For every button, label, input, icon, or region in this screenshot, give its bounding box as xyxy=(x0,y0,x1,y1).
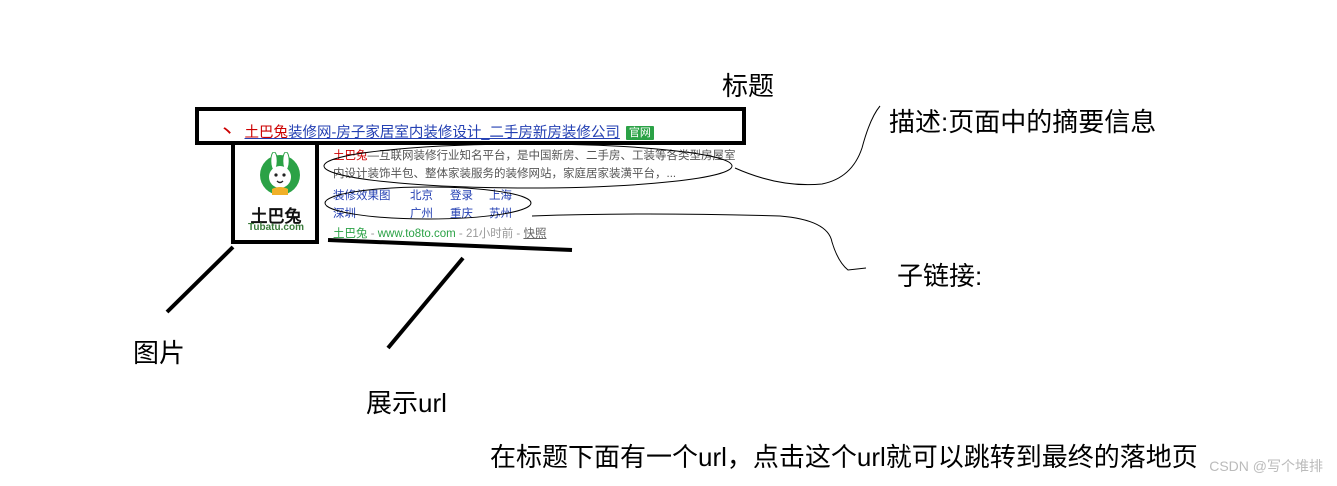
display-url-pointer-line xyxy=(386,256,465,350)
display-url-domain: www.to8to.com xyxy=(377,228,456,240)
display-url-time: - 21小时前 - xyxy=(455,228,524,240)
title-highlight: 土巴兔 xyxy=(244,125,289,141)
annotation-sublinks-label: 子链接: xyxy=(897,261,983,291)
sublink-item[interactable]: 深圳 xyxy=(333,208,356,220)
display-url-underline xyxy=(327,238,573,252)
sublink-item[interactable]: 重庆 xyxy=(450,208,473,220)
result-title-row: 丶土巴兔装修网-房子家居室内装修设计_二手房新房装修公司官网 xyxy=(220,121,654,142)
snapshot-link[interactable]: 快照 xyxy=(523,228,547,240)
rabbit-logo-icon xyxy=(260,152,300,195)
annotation-explanation: 在标题下面有一个url，点击这个url就可以跳转到最终的落地页 xyxy=(490,442,1198,472)
display-url-separator: - xyxy=(367,228,378,240)
sublink-item[interactable]: 装修效果图 xyxy=(333,190,391,202)
title-prefix-mark: 丶 xyxy=(220,125,235,141)
official-badge[interactable]: 官网 xyxy=(625,126,654,140)
logo-text-en: Tubatu.com xyxy=(248,222,304,233)
description-pointer-line xyxy=(734,105,881,186)
annotation-image-label: 图片 xyxy=(133,338,186,368)
sublink-item[interactable]: 广州 xyxy=(410,208,433,220)
annotation-display-url-label: 展示url xyxy=(366,388,447,418)
display-url-site: 土巴兔 xyxy=(333,228,368,240)
result-description: 土巴兔—互联网装修行业知名平台，是中国新房、二手房、工装等各类型房屋室内设计装饰… xyxy=(333,147,737,183)
sublinks-pointer-line xyxy=(531,213,867,271)
watermark: CSDN @写个堆排 xyxy=(1209,458,1323,474)
annotation-title-label: 标题 xyxy=(722,71,775,101)
title-rest: 装修网-房子家居室内装修设计_二手房新房装修公司 xyxy=(288,125,620,141)
annotation-description-label: 描述:页面中的摘要信息 xyxy=(889,107,1157,137)
description-highlight: 土巴兔 xyxy=(333,150,368,162)
sublink-item[interactable]: 北京 xyxy=(410,190,433,202)
sublink-item[interactable]: 苏州 xyxy=(489,208,512,220)
image-pointer-line xyxy=(165,245,235,314)
sublink-item[interactable]: 上海 xyxy=(489,190,512,202)
result-title-link[interactable]: 土巴兔装修网-房子家居室内装修设计_二手房新房装修公司 xyxy=(245,125,620,141)
display-url[interactable]: 土巴兔 - www.to8to.com - 21小时前 - 快照 xyxy=(333,225,546,241)
description-text: —互联网装修行业知名平台，是中国新房、二手房、工装等各类型房屋室内设计装饰半包、… xyxy=(333,150,736,180)
sublink-item[interactable]: 登录 xyxy=(450,190,473,202)
